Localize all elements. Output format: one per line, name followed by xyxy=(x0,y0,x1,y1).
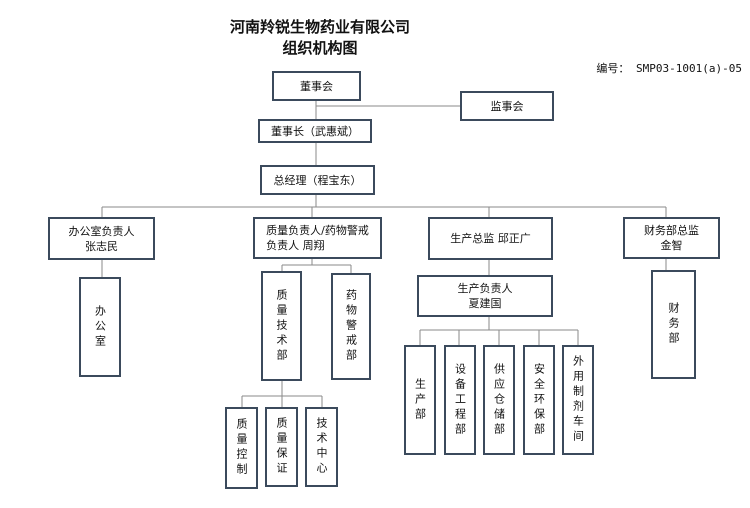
equipment-node: 设备工程部 xyxy=(444,345,476,455)
supply-label: 供应仓储部 xyxy=(492,362,506,438)
production-label: 生产部 xyxy=(413,377,427,423)
qc-label: 质量控制 xyxy=(235,418,248,478)
qa-node: 质量保证 xyxy=(265,407,298,487)
office-node: 办公室 xyxy=(79,277,121,377)
external-workshop-label: 外用制剂车间 xyxy=(571,355,585,445)
finance-dept-node: 财务部 xyxy=(651,270,696,379)
qa-dept-node: 质量技术部 xyxy=(261,271,302,381)
pv-dept-node: 药物警戒部 xyxy=(331,273,371,380)
tech-center-label: 技术中心 xyxy=(315,417,328,477)
company-title: 河南羚锐生物药业有限公司 xyxy=(229,18,410,36)
board-label: 董事会 xyxy=(300,79,333,93)
supervisors-node: 监事会 xyxy=(460,91,554,121)
tech-center-node: 技术中心 xyxy=(305,407,338,487)
qa-head-node: 质量负责人/药物警戒 负责人 周翔 xyxy=(253,217,382,259)
document-code: 编号： SMP03-1001(a)-05 xyxy=(596,60,742,76)
chart-subtitle: 组织机构图 xyxy=(282,39,358,57)
prod-head-node: 生产负责人 夏建国 xyxy=(417,275,553,317)
production-node: 生产部 xyxy=(404,345,436,455)
office-head-node: 办公室负责人 张志民 xyxy=(48,217,155,260)
pv-dept-label: 药物警戒部 xyxy=(344,289,358,364)
prod-director-label: 生产总监 邱正广 xyxy=(450,232,531,245)
qa-dept-label: 质量技术部 xyxy=(275,288,288,364)
office-head-label: 办公室负责人 张志民 xyxy=(68,224,135,253)
finance-director-label: 财务部总监 金智 xyxy=(644,224,699,252)
qc-node: 质量控制 xyxy=(225,407,258,489)
safety-node: 安全环保部 xyxy=(523,345,555,455)
qa-label: 质量保证 xyxy=(275,417,288,477)
equipment-label: 设备工程部 xyxy=(453,362,467,438)
gm-label: 总经理（程宝东） xyxy=(273,173,362,187)
gm-node: 总经理（程宝东） xyxy=(260,165,375,195)
code-value: SMP03-1001(a)-05 xyxy=(636,62,742,75)
code-label: 编号： xyxy=(596,62,630,75)
qa-head-label: 质量负责人/药物警戒 负责人 周翔 xyxy=(266,224,369,252)
supply-node: 供应仓储部 xyxy=(483,345,515,455)
chairman-node: 董事长（武惠斌） xyxy=(258,119,372,143)
chairman-label: 董事长（武惠斌） xyxy=(271,124,359,138)
external-workshop-node: 外用制剂车间 xyxy=(562,345,594,455)
prod-director-node: 生产总监 邱正广 xyxy=(428,217,553,260)
board-node: 董事会 xyxy=(272,71,361,101)
finance-director-node: 财务部总监 金智 xyxy=(623,217,720,259)
office-label: 办公室 xyxy=(93,304,107,350)
finance-dept-label: 财务部 xyxy=(667,302,680,347)
prod-head-label: 生产负责人 夏建国 xyxy=(457,282,513,310)
supervisors-label: 监事会 xyxy=(490,99,524,113)
safety-label: 安全环保部 xyxy=(532,362,546,438)
